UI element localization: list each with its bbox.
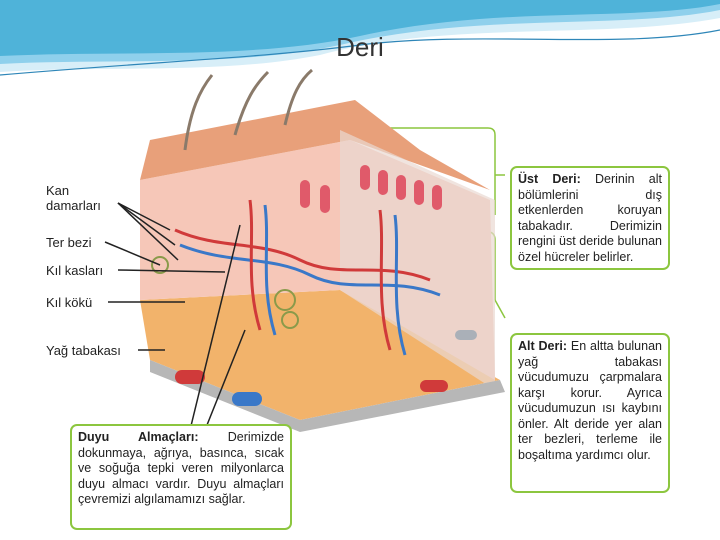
papillae — [300, 165, 442, 213]
vessel-ends — [175, 330, 477, 406]
alt-deri-text: En altta bulunan yağ tabakası vücudumuzu… — [518, 339, 662, 462]
base-plate — [150, 360, 505, 432]
blood-vessels — [174, 199, 441, 356]
fat-layer — [140, 290, 500, 420]
epidermis-top — [140, 100, 490, 190]
duyu-almaclari-box: Duyu Almaçları: Derimizde dokunmaya, ağr… — [70, 424, 292, 530]
label-yag-tabakasi: Yağ tabakası — [46, 343, 121, 358]
hairs — [183, 68, 313, 151]
header-wave — [0, 0, 720, 76]
ust-deri-text: Derinin alt bölümlerini dış etkenlerden … — [518, 172, 662, 264]
duyu-heading: Duyu Almaçları: — [78, 430, 199, 444]
slide-title: Deri — [336, 32, 384, 62]
leader-lines — [104, 202, 246, 431]
alt-deri-heading: Alt Deri: — [518, 339, 567, 353]
label-ter-bezi: Ter bezi — [46, 235, 92, 250]
alt-deri-box: Alt Deri: En altta bulunan yağ tabakası … — [510, 333, 670, 493]
label-kil-koku: Kıl kökü — [46, 295, 93, 310]
ust-deri-box: Üst Deri: Derinin alt bölümlerini dış et… — [510, 166, 670, 270]
side-panel — [340, 130, 495, 390]
duyu-text: Derimizde dokunmaya, ağrıya, basınca, sı… — [78, 430, 284, 506]
label-kil-kaslari: Kıl kasları — [46, 263, 104, 278]
label-kan-damarlari: Kan damarları — [46, 183, 101, 213]
ust-deri-heading: Üst Deri: — [518, 172, 581, 186]
sweat-glands — [151, 256, 299, 329]
